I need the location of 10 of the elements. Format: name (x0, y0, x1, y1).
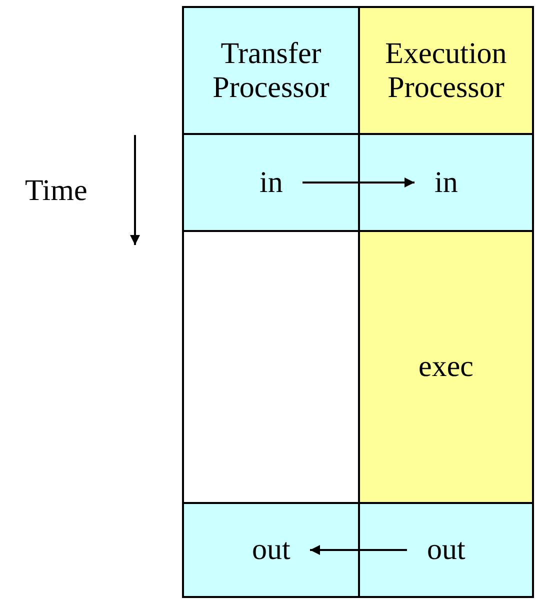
time-label: Time (25, 174, 88, 208)
cell-text: Execution Processor (361, 32, 531, 108)
arrow (310, 545, 407, 555)
cell-text: in (240, 162, 303, 204)
arrow (302, 178, 414, 188)
cell-text: out (407, 529, 486, 571)
cell-text: in (414, 162, 478, 204)
cell-text: exec (398, 346, 494, 388)
cell-text: out (232, 529, 310, 571)
cell-text: Transfer Processor (185, 32, 357, 108)
